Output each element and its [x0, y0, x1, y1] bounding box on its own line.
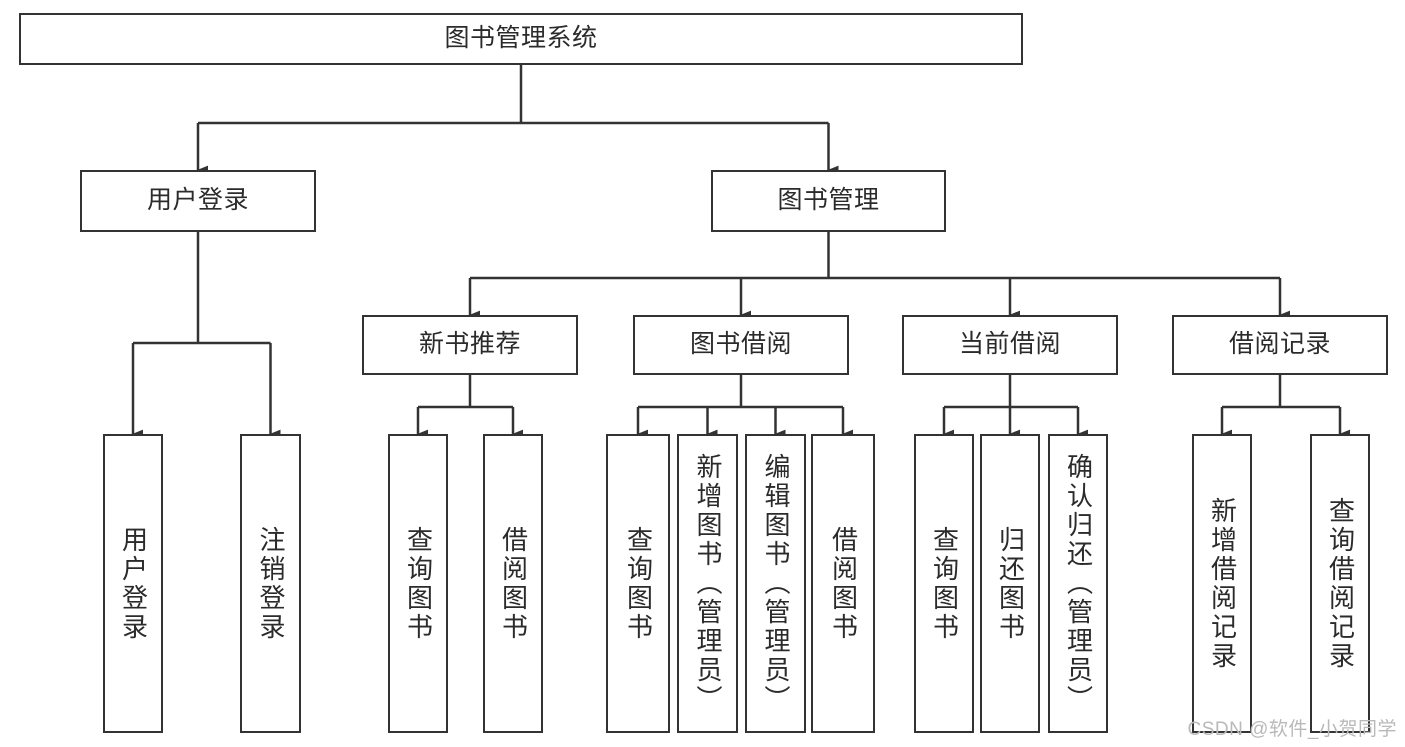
node-label: 借阅图书: [828, 525, 859, 642]
node-label: 借阅记录: [1228, 330, 1331, 359]
node-leaf-borrow-book-2[interactable]: 借阅图书: [811, 434, 875, 733]
node-leaf-edit-book[interactable]: 编辑图书（管理员）: [745, 434, 806, 733]
node-label: 查询图书: [929, 525, 960, 642]
node-label: 新书推荐: [418, 330, 521, 359]
node-leaf-add-book[interactable]: 新增图书（管理员）: [677, 434, 738, 733]
node-label: 编辑图书（管理员）: [761, 453, 792, 714]
node-label: 查询图书: [623, 525, 654, 642]
node-book-borrow[interactable]: 图书借阅: [633, 315, 849, 375]
node-root[interactable]: 图书管理系统: [19, 13, 1023, 65]
node-leaf-borrow-book-1[interactable]: 借阅图书: [483, 434, 543, 733]
node-leaf-return-book[interactable]: 归还图书: [980, 434, 1040, 733]
node-label: 注销登录: [256, 525, 287, 642]
node-borrow-record[interactable]: 借阅记录: [1172, 315, 1388, 375]
node-label: 确认归还（管理员）: [1063, 453, 1094, 714]
node-leaf-add-record[interactable]: 新增借阅记录: [1192, 434, 1252, 733]
node-label: 新增借阅记录: [1207, 496, 1238, 671]
node-label: 图书管理: [777, 186, 880, 215]
node-leaf-query-book-1[interactable]: 查询图书: [388, 434, 448, 733]
node-label: 图书借阅: [689, 330, 792, 359]
node-new-book-rec[interactable]: 新书推荐: [362, 315, 578, 375]
node-label: 查询借阅记录: [1325, 496, 1356, 671]
node-leaf-query-book-2[interactable]: 查询图书: [606, 434, 670, 733]
node-leaf-user-logout[interactable]: 注销登录: [240, 434, 301, 733]
node-leaf-query-book-3[interactable]: 查询图书: [914, 434, 974, 733]
node-label: 新增图书（管理员）: [693, 453, 724, 714]
node-user-login[interactable]: 用户登录: [80, 170, 316, 232]
node-label: 当前借阅: [958, 330, 1061, 359]
node-label: 用户登录: [118, 525, 149, 642]
node-leaf-query-record[interactable]: 查询借阅记录: [1310, 434, 1370, 733]
node-label: 图书管理系统: [444, 24, 598, 53]
node-current-borrow[interactable]: 当前借阅: [902, 315, 1118, 375]
node-leaf-confirm-return[interactable]: 确认归还（管理员）: [1048, 434, 1108, 733]
node-leaf-user-login[interactable]: 用户登录: [103, 434, 163, 733]
watermark: CSDN @软件_小贺同学: [1187, 719, 1397, 740]
node-label: 借阅图书: [498, 525, 529, 642]
node-label: 归还图书: [995, 525, 1026, 642]
node-book-manage[interactable]: 图书管理: [711, 170, 946, 232]
node-label: 查询图书: [403, 525, 434, 642]
node-label: 用户登录: [146, 186, 249, 215]
